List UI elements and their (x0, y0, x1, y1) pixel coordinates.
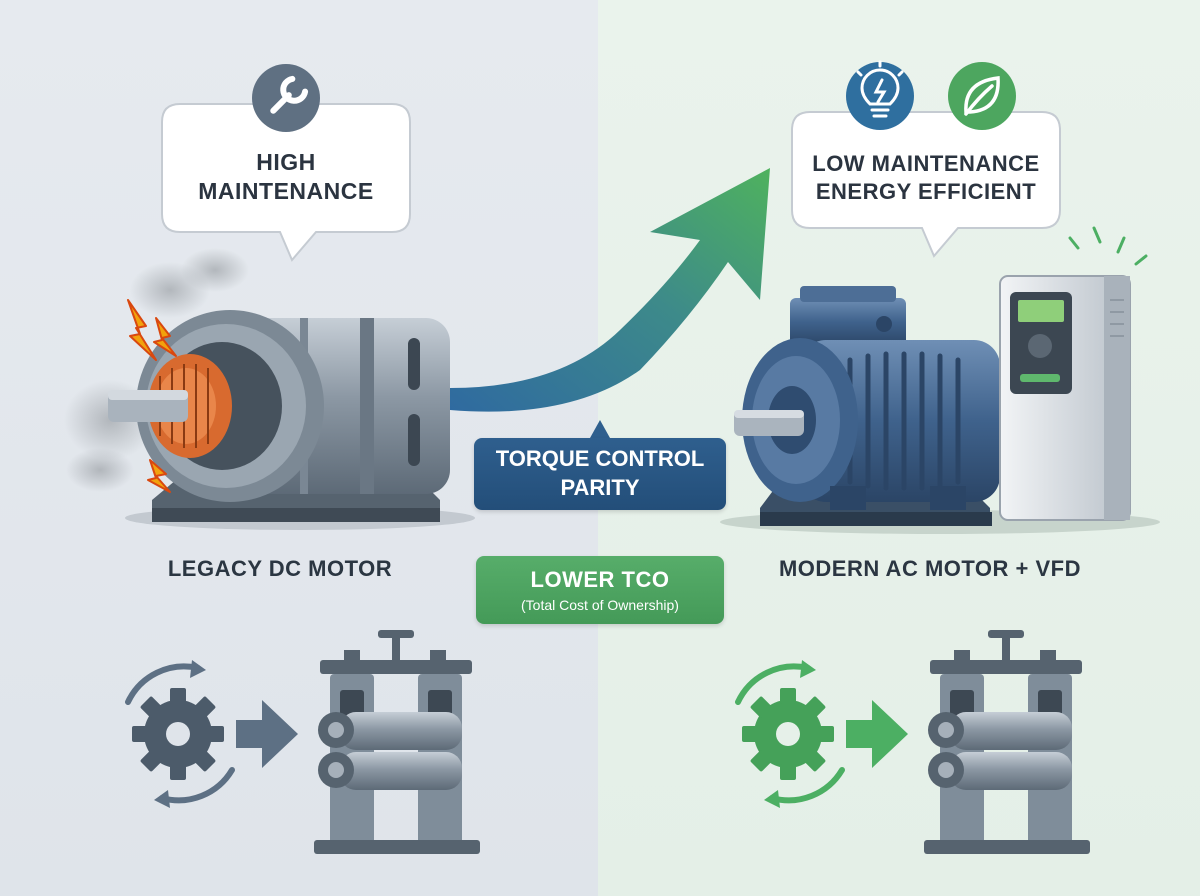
tco-subtitle: (Total Cost of Ownership) (521, 597, 679, 613)
low-maintenance-callout (791, 60, 1061, 258)
callout-line-1: HIGH (256, 149, 316, 175)
modern-flow-arrow-icon (846, 700, 908, 768)
legacy-flow-arrow-icon (236, 700, 298, 768)
legacy-dc-motor (64, 248, 475, 530)
legacy-rolling-mill-icon (314, 630, 480, 854)
torque-badge-pointer (590, 420, 610, 438)
modern-ac-motor-label: MODERN AC MOTOR + VFD (778, 556, 1081, 581)
transition-arrow (450, 168, 770, 412)
callout-line-2: ENERGY EFFICIENT (815, 178, 1037, 204)
tco-title: LOWER TCO (530, 567, 670, 592)
badge-line-1: TORQUE CONTROL (495, 446, 705, 472)
legacy-process-gear-icon (125, 660, 235, 808)
lower-tco-badge: LOWER TCO (Total Cost of Ownership) (476, 556, 724, 624)
modern-process-gear-icon (735, 660, 845, 808)
legacy-dc-motor-label: LEGACY DC MOTOR (167, 556, 393, 581)
vfd-drive (999, 226, 1148, 521)
high-maintenance-text: HIGH MAINTENANCE (166, 148, 406, 206)
callout-line-1: LOW MAINTENANCE (812, 151, 1040, 176)
low-maintenance-text: LOW MAINTENANCE ENERGY EFFICIENT (796, 150, 1056, 205)
modern-rolling-mill-icon (924, 630, 1090, 854)
torque-control-parity-badge: TORQUE CONTROL PARITY (474, 438, 726, 510)
badge-line-2: PARITY (560, 475, 640, 500)
high-maintenance-callout (161, 64, 411, 262)
callout-line-2: MAINTENANCE (198, 177, 374, 204)
